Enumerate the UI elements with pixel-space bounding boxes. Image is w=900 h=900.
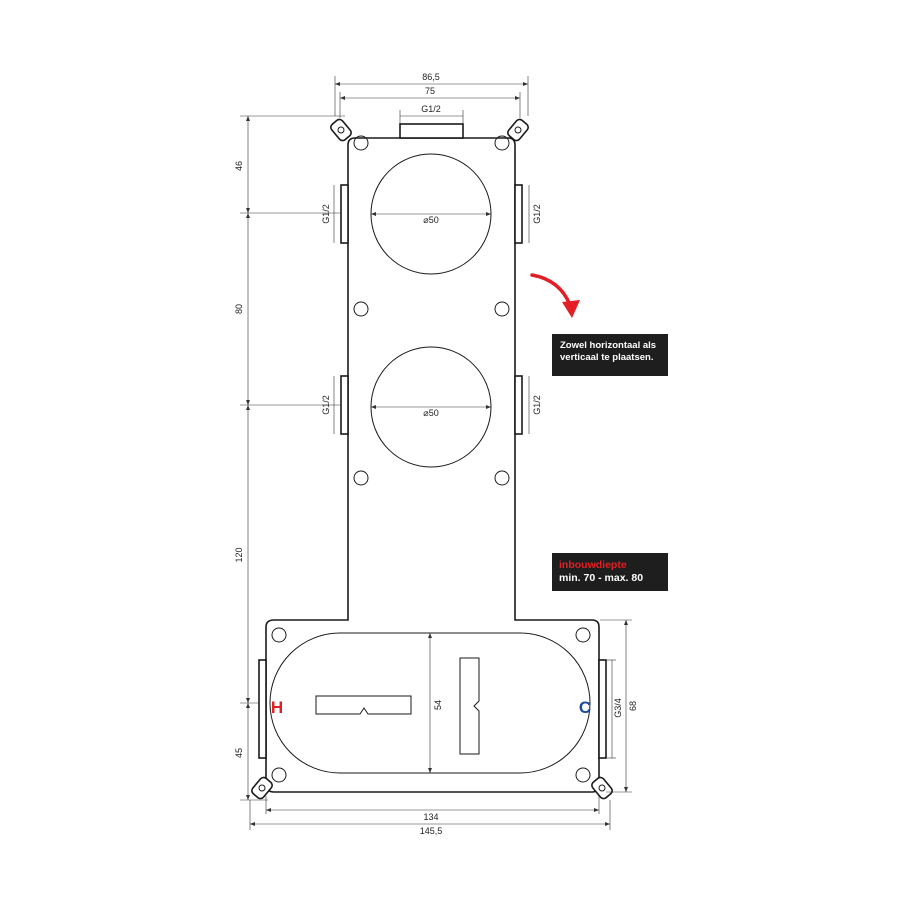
dim-height-lower: 120 [234,547,244,562]
side-connection-labels: G1/2 G1/2 G1/2 G1/2 [321,185,542,434]
mixer-housing: 54 [269,632,591,774]
hot-label: H [271,698,283,717]
orientation-note-line1: Zowel horizontaal als [560,340,657,351]
valve-opening-2: ⌀50 [370,346,492,468]
bottom-dimensions: 134 145,5 [249,796,611,836]
mounting-box-outline [265,137,600,793]
side-connections [258,184,607,759]
dim-height-middle: 80 [234,304,244,314]
dim-right-connection: G3/4 [613,698,623,718]
vertical-cartridge-slot [459,657,480,755]
valve-opening-1: ⌀50 [370,153,492,275]
orientation-note: Zowel horizontaal als verticaal te plaat… [552,334,668,376]
dim-top-outer-width: 86,5 [422,72,440,82]
lug-bottom-right [591,776,613,800]
right-dimensions: G3/4 68 [600,619,638,793]
dim-right-height: 68 [628,701,638,711]
horizontal-cartridge-slot [315,695,412,715]
depth-note-value: min. 70 - max. 80 [559,572,644,584]
rotation-arrow-icon [530,273,580,318]
depth-note: inbouwdiepte min. 70 - max. 80 [552,553,668,591]
cold-label: C [579,698,591,717]
dim-top-inner-width: 75 [425,86,435,96]
dim-circle-diameter-1: ⌀50 [423,215,438,225]
dim-circle-diameter-2: ⌀50 [423,408,438,418]
lug-top-right [507,118,529,142]
dim-side-connection-2: G1/2 [532,204,542,224]
dim-bottom-outer-width: 145,5 [420,826,443,836]
dim-box-height: 54 [433,700,443,710]
top-dimensions: 86,5 75 G1/2 [334,72,529,124]
lug-top-left [330,118,352,142]
dim-side-connection-1: G1/2 [321,204,331,224]
lug-bottom-left [251,776,273,800]
dim-top-connection: G1/2 [421,104,441,114]
dim-side-connection-4: G1/2 [532,395,542,415]
dim-side-connection-3: G1/2 [321,395,331,415]
dim-bottom-inner-width: 134 [423,812,438,822]
top-connection-stub [399,123,464,139]
dim-height-bottom: 45 [234,748,244,758]
orientation-note-line2: verticaal te plaatsen. [560,352,654,363]
screw-holes [271,135,591,783]
dim-height-top: 46 [234,161,244,171]
depth-note-title: inbouwdiepte [559,559,627,571]
